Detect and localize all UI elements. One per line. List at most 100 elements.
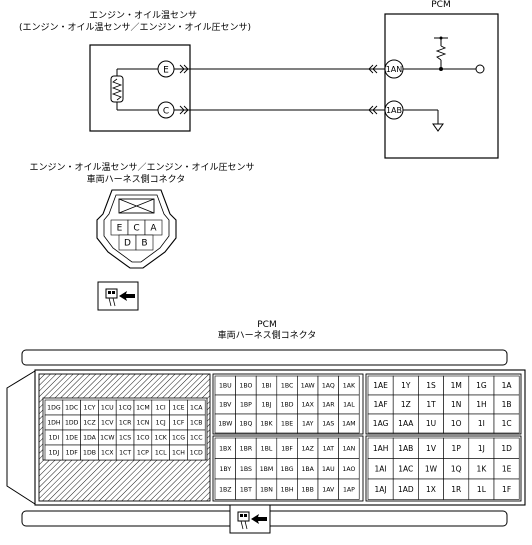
pcm-pin-1BM: 1BM bbox=[255, 458, 278, 480]
pin-label: 1AV bbox=[322, 486, 335, 493]
pin-label: 1DF bbox=[66, 450, 79, 457]
pcm-pin-1BU: 1BU bbox=[214, 375, 236, 396]
pcm-pin-1CT: 1CT bbox=[115, 444, 135, 461]
pin-label: 1CH bbox=[172, 450, 185, 457]
pcm-pin-1AZ: 1AZ bbox=[297, 437, 319, 459]
pin-label: 1DD bbox=[65, 420, 79, 427]
pcm-pin-1DB: 1DB bbox=[80, 444, 99, 461]
pcm-pin-1J: 1J bbox=[468, 437, 495, 459]
pcm-pin-1BS: 1BS bbox=[235, 458, 257, 480]
pin-label: 1U bbox=[426, 419, 436, 428]
pin-label: 1CT bbox=[119, 450, 131, 457]
pcm-pin-1BT: 1BT bbox=[235, 478, 257, 500]
pin-label: 1CP bbox=[137, 450, 149, 457]
pcm-pin-1CJ: 1CJ bbox=[151, 414, 170, 431]
pcm-pin-1BE: 1BE bbox=[276, 413, 298, 434]
pcm-pin-1R: 1R bbox=[443, 478, 470, 500]
pin-label: 1BX bbox=[219, 445, 232, 452]
sensor-cavity-C: C bbox=[127, 219, 146, 236]
pin-label: 1AO bbox=[342, 466, 355, 473]
pcm-pin-1BB: 1BB bbox=[297, 478, 319, 500]
pcm-pin-1CW: 1CW bbox=[98, 429, 117, 446]
pcm-pin-1AN: 1AN bbox=[338, 437, 360, 459]
pcm-pin-1I: 1I bbox=[468, 413, 495, 434]
pin-label: 1M bbox=[451, 381, 462, 390]
sensor-cavity-E: E bbox=[110, 219, 129, 236]
pin-label: 1AA bbox=[398, 419, 414, 428]
pin-label: 1AQ bbox=[322, 383, 335, 390]
pcm-box bbox=[384, 13, 499, 159]
pin-label: 1BO bbox=[239, 383, 252, 390]
pin-label: 1R bbox=[451, 485, 461, 494]
pin-label: E bbox=[117, 224, 123, 234]
pcm-pin-1CC: 1CC bbox=[187, 429, 206, 446]
pcm-pin-1AB: 1AB bbox=[392, 437, 419, 459]
pcm-pin-1BX: 1BX bbox=[214, 437, 236, 459]
pin-label: 1Y bbox=[401, 381, 411, 390]
pcm-pin-1BI: 1BI bbox=[255, 375, 278, 396]
pcm-pin-1CG: 1CG bbox=[169, 429, 188, 446]
pin-label: 1B bbox=[502, 400, 512, 409]
pcm-pin-1H: 1H bbox=[468, 394, 495, 415]
pcm-pin-1AD: 1AD bbox=[392, 478, 419, 500]
pin-label: 1CO bbox=[136, 435, 149, 442]
pcm-pin-1DH: 1DH bbox=[44, 414, 64, 431]
pcm-pin-1DI: 1DI bbox=[44, 429, 64, 446]
pcm-pin-1M: 1M bbox=[443, 375, 470, 396]
pcm-pin-1BD: 1BD bbox=[276, 394, 298, 415]
pin-label: 1DE bbox=[65, 435, 78, 442]
pin-label: 1AX bbox=[301, 402, 314, 409]
pin-label: 1I bbox=[478, 419, 485, 428]
pin-label: 1AD bbox=[398, 485, 414, 494]
pin-label: 1AP bbox=[343, 486, 355, 493]
pcm-pin-1AM: 1AM bbox=[338, 413, 360, 434]
pcm-pin-1P: 1P bbox=[443, 437, 470, 459]
pin-label: 1AM bbox=[342, 421, 356, 428]
pcm-pin-1T: 1T bbox=[418, 394, 444, 415]
pin-label: 1AE bbox=[373, 381, 388, 390]
pin-label: 1BB bbox=[301, 486, 313, 493]
pcm-pin-1CE: 1CE bbox=[169, 399, 188, 416]
pcm-pin-1D: 1D bbox=[493, 437, 520, 459]
pin-label: C bbox=[133, 224, 139, 234]
pin-label: 1BN bbox=[260, 486, 273, 493]
pcm-pin-1BZ: 1BZ bbox=[214, 478, 236, 500]
pin-label: 1CK bbox=[155, 435, 168, 442]
pcm-title: PCM bbox=[431, 0, 451, 10]
pin-label: B bbox=[141, 239, 147, 249]
pcm-connector-subtitle: 車両ハーネス側コネクタ bbox=[217, 331, 317, 341]
pcm-pin-1CN: 1CN bbox=[133, 414, 153, 431]
pin-label: 1A bbox=[502, 381, 513, 390]
ground-icon bbox=[432, 123, 444, 132]
pin-label: 1BS bbox=[240, 466, 252, 473]
pcm-pin-1K: 1K bbox=[468, 458, 495, 480]
pcm-pin-1CD: 1CD bbox=[187, 444, 206, 461]
pin-label: 1BG bbox=[281, 466, 294, 473]
pcm-pin-1AO: 1AO bbox=[338, 458, 360, 480]
pcm-pin-1CS: 1CS bbox=[115, 429, 135, 446]
pin-label: 1AI bbox=[375, 464, 387, 473]
pcm-pin-1AC: 1AC bbox=[392, 458, 419, 480]
pcm-pin-1CQ: 1CQ bbox=[115, 399, 135, 416]
pcm-pin-1Y: 1Y bbox=[392, 375, 419, 396]
pin-label: 1H bbox=[476, 400, 486, 409]
pin-label: 1DC bbox=[65, 405, 78, 412]
pcm-pin-1BV: 1BV bbox=[214, 394, 236, 415]
pin-label: 1V bbox=[426, 444, 437, 453]
sensor-cavity-B: B bbox=[135, 234, 154, 251]
pin-label: 1E bbox=[502, 464, 512, 473]
pin-label: 1BF bbox=[281, 445, 293, 452]
pcm-pin-1E: 1E bbox=[493, 458, 520, 480]
pin-label: 1J bbox=[478, 444, 485, 453]
pcm-pin-1DA: 1DA bbox=[80, 429, 99, 446]
pcm-pin-1W: 1W bbox=[418, 458, 444, 480]
pcm-pin-1C: 1C bbox=[493, 413, 520, 434]
pin-label: 1BQ bbox=[239, 421, 252, 428]
pin-label: D bbox=[124, 239, 131, 249]
sensor-pin-c-label: C bbox=[163, 107, 169, 117]
pin-label: 1AY bbox=[302, 421, 314, 428]
pin-label: 1CG bbox=[172, 435, 185, 442]
pcm-pin-1BG: 1BG bbox=[276, 458, 298, 480]
pin-label: 1BM bbox=[260, 466, 274, 473]
